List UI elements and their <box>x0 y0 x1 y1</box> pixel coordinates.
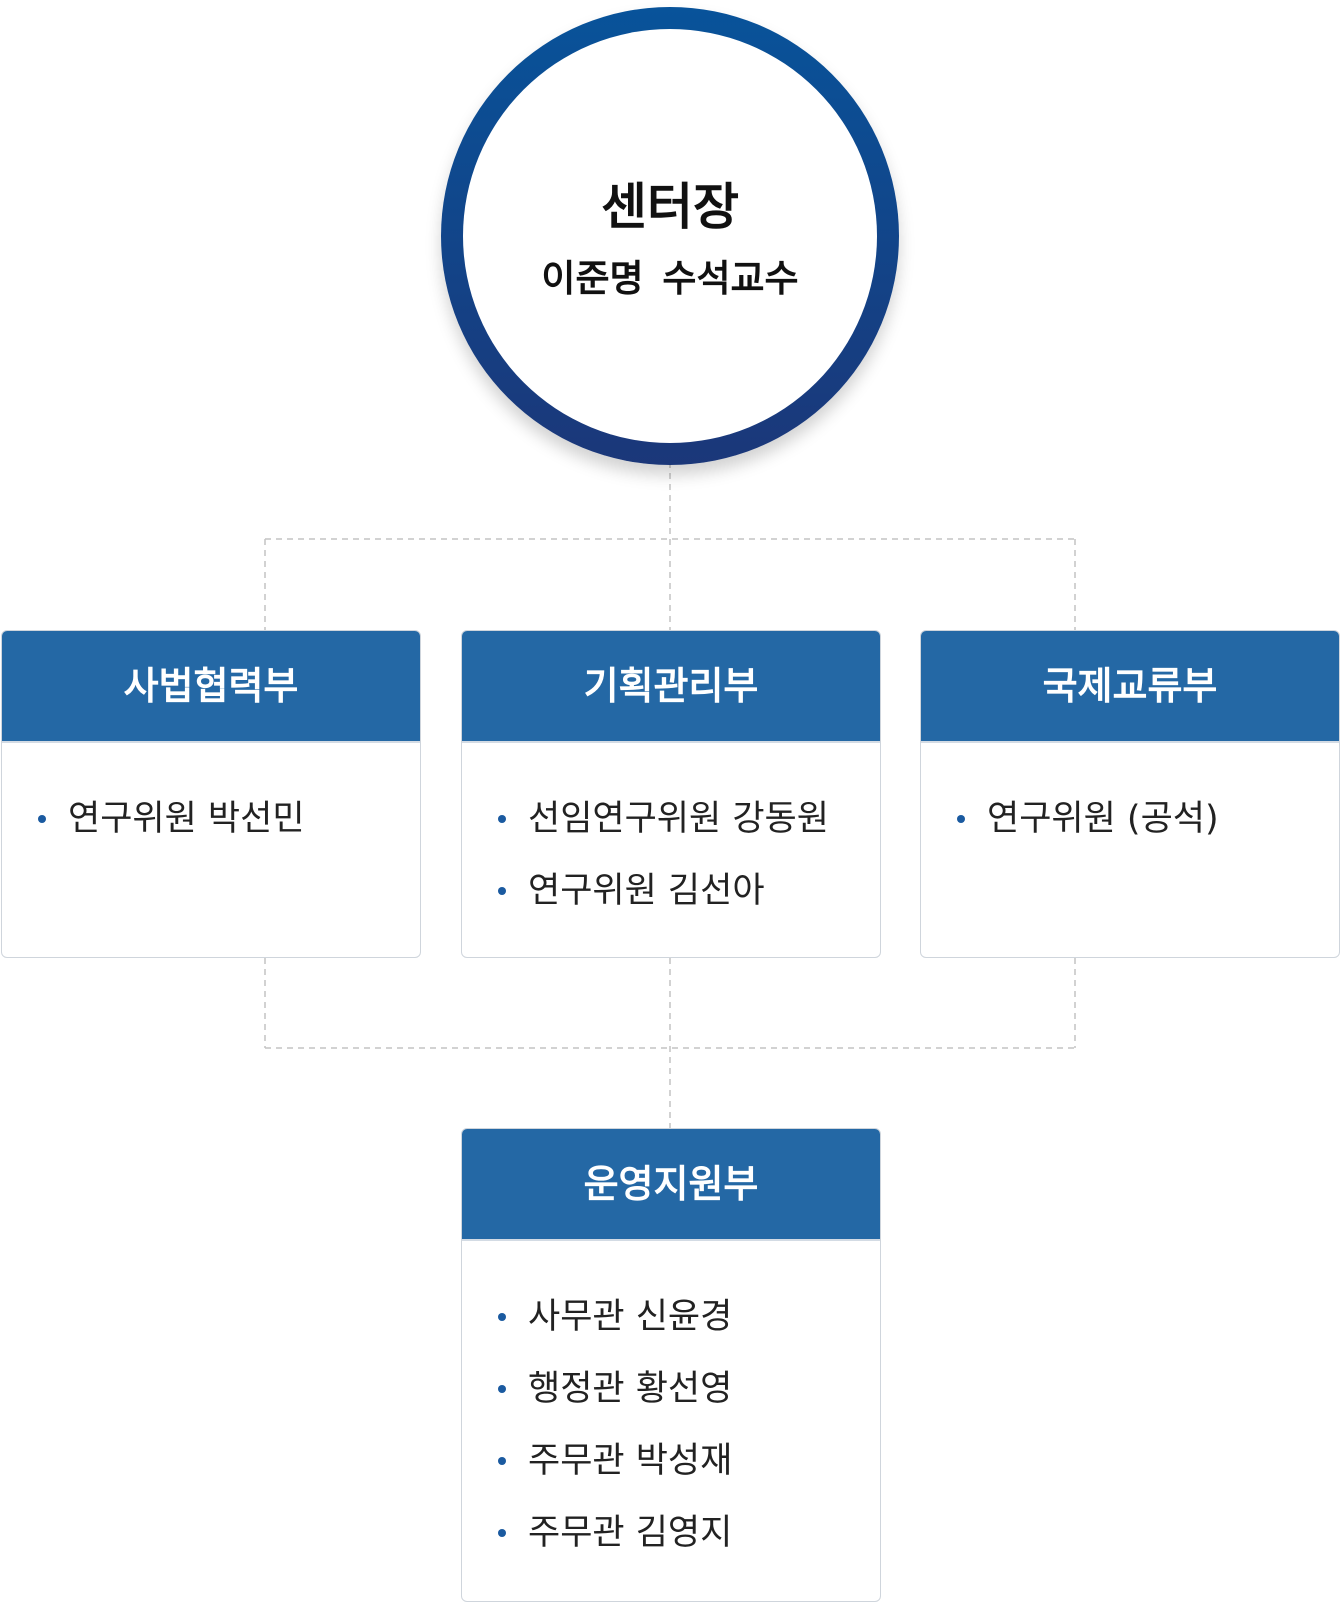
member-list: 연구위원 (공석) <box>921 743 1339 855</box>
member-name: 연구위원 (공석) <box>987 798 1219 839</box>
member-item: 선임연구위원 강동원 <box>498 783 880 855</box>
member-name: 연구위원 김선아 <box>528 870 765 911</box>
member-name: 사무관 신윤경 <box>528 1296 733 1337</box>
director-title: 센터장 <box>601 177 739 236</box>
bullet-icon <box>498 815 506 823</box>
member-name: 연구위원 박선민 <box>68 798 305 839</box>
member-item: 연구위원 김선아 <box>498 855 880 927</box>
department-header: 국제교류부 <box>921 631 1339 743</box>
bullet-icon <box>957 815 965 823</box>
member-name: 주무관 박성재 <box>528 1440 733 1481</box>
member-item: 연구위원 박선민 <box>38 783 420 855</box>
bullet-icon <box>498 1529 506 1537</box>
member-item: 행정관 황선영 <box>498 1353 880 1425</box>
bullet-icon <box>38 815 46 823</box>
director-name: 이준명 수석교수 <box>541 256 799 300</box>
department-title: 운영지원부 <box>583 1162 759 1206</box>
center-director-inner: 센터장 이준명 수석교수 <box>463 29 877 443</box>
bullet-icon <box>498 1313 506 1321</box>
bullet-icon <box>498 1385 506 1393</box>
department-header: 기획관리부 <box>462 631 880 743</box>
department-operations-support: 운영지원부 사무관 신윤경 행정관 황선영 주무관 박성재 주무관 김영지 <box>461 1128 881 1602</box>
member-item: 연구위원 (공석) <box>957 783 1339 855</box>
department-planning-management: 기획관리부 선임연구위원 강동원 연구위원 김선아 <box>461 630 881 958</box>
member-name: 주무관 김영지 <box>528 1512 733 1553</box>
member-list: 선임연구위원 강동원 연구위원 김선아 <box>462 743 880 927</box>
bullet-icon <box>498 887 506 895</box>
department-international-exchange: 국제교류부 연구위원 (공석) <box>920 630 1340 958</box>
department-judicial-cooperation: 사법협력부 연구위원 박선민 <box>1 630 421 958</box>
department-title: 국제교류부 <box>1042 664 1218 708</box>
member-list: 사무관 신윤경 행정관 황선영 주무관 박성재 주무관 김영지 <box>462 1241 880 1569</box>
member-name: 선임연구위원 강동원 <box>528 798 829 839</box>
department-title: 기획관리부 <box>583 664 759 708</box>
member-item: 주무관 김영지 <box>498 1497 880 1569</box>
department-header: 운영지원부 <box>462 1129 880 1241</box>
department-title: 사법협력부 <box>123 664 299 708</box>
bullet-icon <box>498 1457 506 1465</box>
member-list: 연구위원 박선민 <box>2 743 420 855</box>
member-item: 주무관 박성재 <box>498 1425 880 1497</box>
department-header: 사법협력부 <box>2 631 420 743</box>
member-item: 사무관 신윤경 <box>498 1281 880 1353</box>
member-name: 행정관 황선영 <box>528 1368 733 1409</box>
center-director-node: 센터장 이준명 수석교수 <box>441 7 899 465</box>
